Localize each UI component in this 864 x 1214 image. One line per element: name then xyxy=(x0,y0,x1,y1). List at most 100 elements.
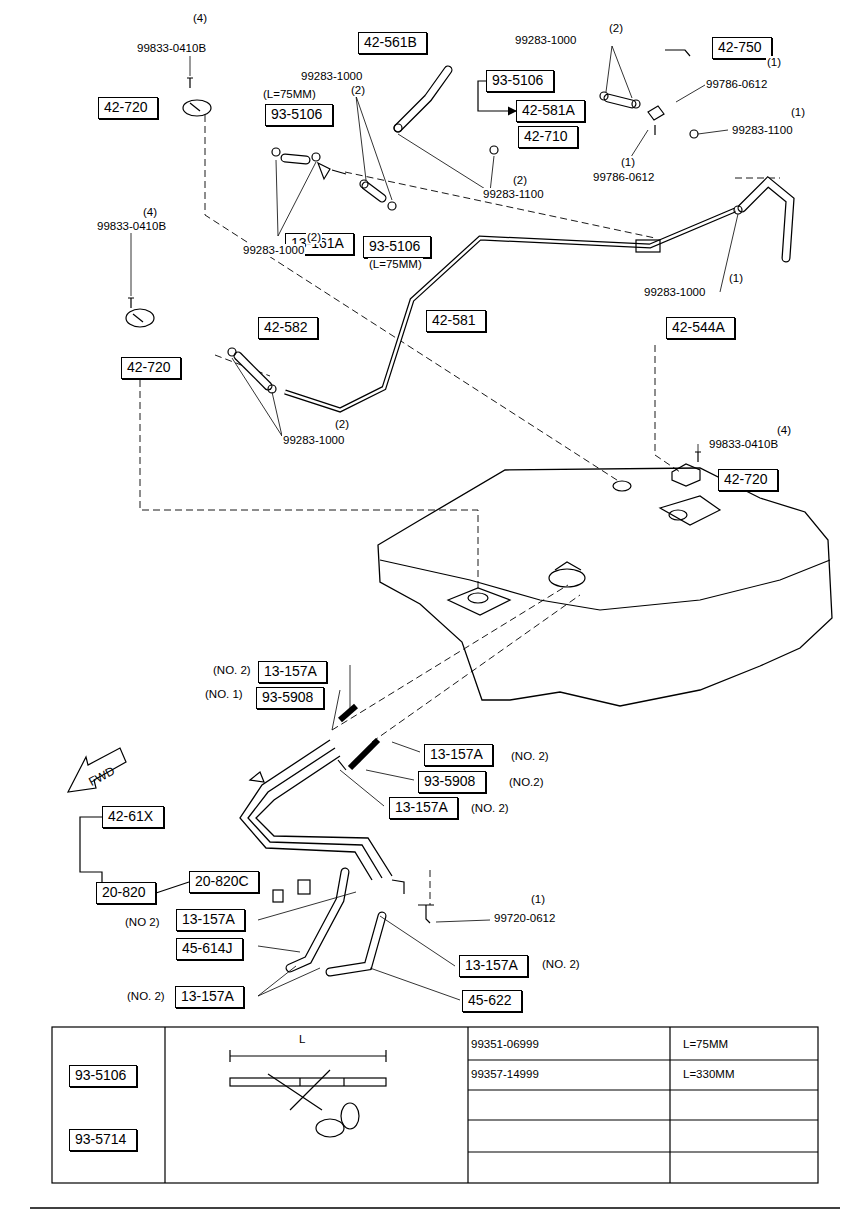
part-number-box: 42-720 xyxy=(121,357,181,379)
part-number: 42-544A xyxy=(667,318,734,336)
part-number: 45-614J xyxy=(177,939,242,957)
part-number-box: 42-582 xyxy=(258,317,318,339)
part-number-box: 42-561B xyxy=(358,32,427,54)
callout-label: (NO.2) xyxy=(508,776,545,789)
connector xyxy=(156,882,189,893)
callout-label: 99283-1100 xyxy=(482,188,545,201)
callout-label: (1) xyxy=(790,106,806,119)
table-cell: 99357-14999 xyxy=(470,1068,540,1081)
part-number-box: 45-622 xyxy=(462,990,522,1012)
table-cell: L xyxy=(298,1033,306,1046)
callout-label: (1) xyxy=(728,272,744,285)
part-number: 20-820 xyxy=(97,883,155,901)
part-number-box: 13-157A xyxy=(389,797,458,819)
part-number-box: 45-614J xyxy=(176,938,243,960)
callout-label: (2) xyxy=(350,84,366,97)
callout-label: (NO. 2) xyxy=(510,750,550,763)
part-number-box: 42-581A xyxy=(516,100,585,122)
callout-label: 99720-0612 xyxy=(493,912,556,925)
part-number: 42-720 xyxy=(719,470,777,488)
table-part-box: 93-5714 xyxy=(69,1129,137,1151)
part-number: 45-622 xyxy=(463,991,521,1009)
callout-label: (4) xyxy=(776,424,792,437)
part-number-box: 42-720 xyxy=(98,97,158,119)
callout-label: (1) xyxy=(620,156,636,169)
part-number: 42-561B xyxy=(359,33,426,51)
table-cell: 99351-06999 xyxy=(470,1038,540,1051)
part-number-box: 13-157A xyxy=(176,909,245,931)
callout-label: 99283-1100 xyxy=(731,124,794,137)
part-number: 13-157A xyxy=(390,798,457,816)
callout-label: (2) xyxy=(608,22,624,35)
part-number: 13-157A xyxy=(460,956,527,974)
part-number-box: 93-5106 xyxy=(486,70,554,92)
callout-label: 99283-1000 xyxy=(300,70,363,83)
part-number: 42-581A xyxy=(517,101,584,119)
callout-label: 99833-0410B xyxy=(708,438,779,451)
callout-label: 99833-0410B xyxy=(96,220,167,233)
callout-label: (NO. 2) xyxy=(212,664,252,677)
connector xyxy=(80,817,102,882)
callout-label: (2) xyxy=(512,174,528,187)
callout-label: 99833-0410B xyxy=(136,42,207,55)
table-part-box: 93-5106 xyxy=(69,1065,137,1087)
part-number: 93-5908 xyxy=(419,772,485,790)
callout-label: (2) xyxy=(306,231,322,244)
part-number-box: 42-750 xyxy=(712,37,772,59)
part-number-box: 42-61X xyxy=(102,806,164,828)
part-number-box: 13-157A xyxy=(424,744,493,766)
part-number-box: 42-581 xyxy=(426,310,486,332)
part-number: 42-61X xyxy=(103,807,163,825)
part-number-box: 42-720 xyxy=(718,469,778,491)
callout-label: (NO. 2) xyxy=(470,802,510,815)
part-number-box: 20-820C xyxy=(189,871,259,893)
part-number: 13-157A xyxy=(425,745,492,763)
callout-label: (NO. 2) xyxy=(541,958,581,971)
part-number: 42-750 xyxy=(713,38,771,56)
part-number-box: 13-157A xyxy=(459,955,528,977)
callout-label: (4) xyxy=(142,206,158,219)
part-number-box: 13-157A xyxy=(175,986,244,1008)
callout-label: 99283-1000 xyxy=(242,244,305,257)
callout-label: 99283-1000 xyxy=(514,34,577,47)
part-number: 93-5106 xyxy=(70,1066,136,1084)
part-number-box: 93-5908 xyxy=(418,771,486,793)
callout-label: (1) xyxy=(530,893,546,906)
part-number: 93-5908 xyxy=(257,688,323,706)
part-number: 93-5106 xyxy=(487,71,553,89)
callout-label: (L=75MM) xyxy=(262,88,317,101)
table-cell: L=330MM xyxy=(682,1068,735,1081)
callout-label: (NO. 1) xyxy=(204,688,244,701)
callout-label: (NO. 2) xyxy=(126,990,166,1003)
callout-label: (L=75MM) xyxy=(368,258,423,271)
part-number: 13-157A xyxy=(259,662,326,680)
part-number-box: 13-157A xyxy=(258,661,327,683)
part-number: 13-157A xyxy=(176,987,243,1005)
part-number: 42-720 xyxy=(122,358,180,376)
callout-label: 99786-0612 xyxy=(592,171,655,184)
part-number: 13-157A xyxy=(177,910,244,928)
part-number: 20-820C xyxy=(190,872,258,890)
callout-label: (2) xyxy=(334,418,350,431)
part-number-box: 93-5106 xyxy=(265,104,333,126)
part-number: 42-720 xyxy=(99,98,157,116)
part-number: 93-5106 xyxy=(364,237,430,255)
part-number: 42-581 xyxy=(427,311,485,329)
part-number: 42-582 xyxy=(259,318,317,336)
callout-label: (1) xyxy=(766,56,782,69)
part-number-box: 42-710 xyxy=(518,126,578,148)
part-number: 42-710 xyxy=(519,127,577,145)
callout-label: (4) xyxy=(192,12,208,25)
part-number-box: 20-820 xyxy=(96,882,156,904)
direction-label: FWD xyxy=(86,764,118,789)
table-cell: L=75MM xyxy=(682,1038,729,1051)
part-number-box: 42-544A xyxy=(666,317,735,339)
callout-label: 99786-0612 xyxy=(705,78,768,91)
part-number-box: 93-5908 xyxy=(256,687,324,709)
part-number-box: 93-5106 xyxy=(363,236,431,258)
part-number: 93-5714 xyxy=(70,1130,136,1148)
callout-label: 99283-1000 xyxy=(282,434,345,447)
